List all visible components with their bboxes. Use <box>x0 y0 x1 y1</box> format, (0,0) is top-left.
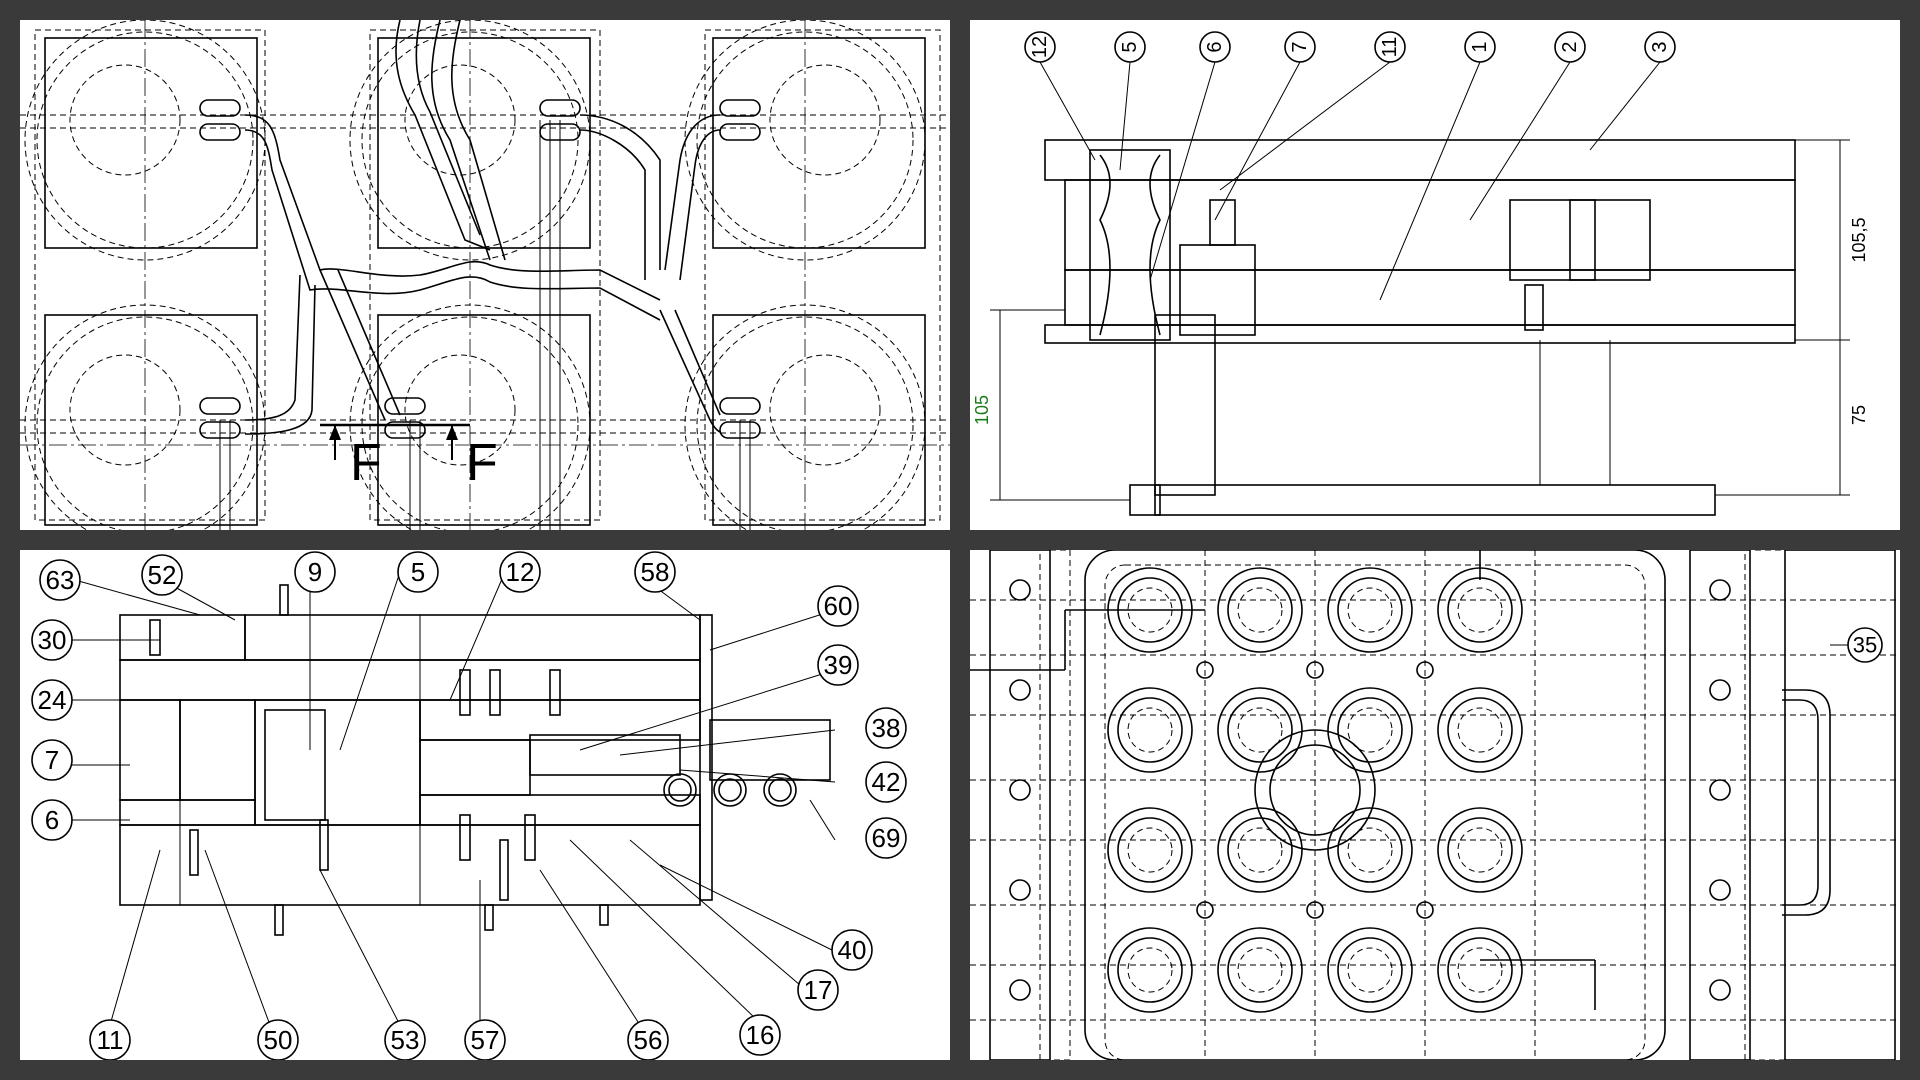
callout-57: 57 <box>464 1019 506 1060</box>
callout-5: 5 <box>1114 31 1146 63</box>
svg-text:60: 60 <box>824 591 853 621</box>
callout-58: 58 <box>634 551 676 593</box>
callout-40: 40 <box>831 929 873 971</box>
callout-6: 6 <box>31 799 73 841</box>
center-lines <box>144 20 806 530</box>
svg-text:6: 6 <box>45 805 59 835</box>
callout-16: 16 <box>739 1014 781 1056</box>
callout-2: 2 <box>1554 31 1586 63</box>
svg-text:52: 52 <box>148 560 177 590</box>
svg-text:9: 9 <box>308 557 322 587</box>
bolts <box>1009 579 1731 1001</box>
svg-text:7: 7 <box>45 745 59 775</box>
svg-text:7: 7 <box>1289 41 1311 52</box>
dim-left: 105 <box>972 395 992 425</box>
dimensions: 105,5 75 105 <box>972 139 1869 501</box>
callout-52: 52 <box>141 554 183 596</box>
callout-39: 39 <box>817 644 859 686</box>
svg-text:39: 39 <box>824 650 853 680</box>
mold-body <box>119 584 831 936</box>
svg-text:6: 6 <box>1204 41 1226 52</box>
svg-text:5: 5 <box>1119 41 1141 52</box>
leaders <box>72 571 836 1026</box>
callout-53: 53 <box>384 1019 426 1060</box>
callout-7: 7 <box>31 739 73 781</box>
cross-section-b-drawing: 63 52 9 5 12 58 30 24 7 6 60 39 38 42 69… <box>31 551 907 1060</box>
svg-text:1: 1 <box>1469 41 1491 52</box>
svg-text:16: 16 <box>746 1020 775 1050</box>
dim-right-top: 105,5 <box>1849 217 1869 262</box>
svg-text:30: 30 <box>38 625 67 655</box>
callout-6: 6 <box>1199 31 1231 63</box>
callout-17: 17 <box>797 969 839 1011</box>
callout-38: 38 <box>865 707 907 749</box>
panel-cross-section-a: 105,5 75 105 12 5 6 7 11 1 2 3 <box>970 20 1900 530</box>
mold-plates <box>1044 139 1796 516</box>
panel-cross-section-b: 63 52 9 5 12 58 30 24 7 6 60 39 38 42 69… <box>20 550 950 1060</box>
runner-path <box>244 20 721 435</box>
callout-1: 1 <box>1464 31 1496 63</box>
callout-63: 63 <box>39 559 81 601</box>
svg-text:3: 3 <box>1649 41 1671 52</box>
section-mark-left: F <box>350 434 382 492</box>
svg-text:56: 56 <box>634 1025 663 1055</box>
svg-text:35: 35 <box>1853 633 1877 658</box>
callout-60: 60 <box>817 585 859 627</box>
svg-text:2: 2 <box>1559 41 1581 52</box>
callout-11: 11 <box>1374 31 1406 63</box>
svg-text:69: 69 <box>872 823 901 853</box>
cross-section-a-drawing: 105,5 75 105 12 5 6 7 11 1 2 3 <box>972 31 1869 516</box>
callout-50: 50 <box>257 1019 299 1060</box>
cavity-blocks <box>34 29 941 526</box>
runner-layout-drawing: F F <box>20 20 950 530</box>
svg-text:24: 24 <box>38 685 67 715</box>
callout-9: 9 <box>294 551 336 593</box>
panel-runner-layout: F F <box>20 20 950 530</box>
callout-35: 35 <box>1847 627 1883 663</box>
cavity-plate-drawing: 35 <box>970 550 1900 1060</box>
svg-text:53: 53 <box>391 1025 420 1055</box>
svg-text:50: 50 <box>264 1025 293 1055</box>
callout-12: 12 <box>1024 31 1056 63</box>
callout-12: 12 <box>499 551 541 593</box>
section-mark-right: F <box>466 434 498 492</box>
svg-text:38: 38 <box>872 713 901 743</box>
callout-11: 11 <box>89 1019 131 1060</box>
svg-text:5: 5 <box>411 557 425 587</box>
callout-30: 30 <box>31 619 73 661</box>
svg-text:42: 42 <box>872 767 901 797</box>
svg-text:57: 57 <box>471 1025 500 1055</box>
dim-right-bottom: 75 <box>1849 405 1869 425</box>
svg-text:11: 11 <box>1379 37 1401 58</box>
leaders <box>1039 61 1661 301</box>
svg-text:12: 12 <box>1029 36 1051 58</box>
svg-text:12: 12 <box>506 557 535 587</box>
callout-3: 3 <box>1644 31 1676 63</box>
svg-text:17: 17 <box>804 975 833 1005</box>
callout-5: 5 <box>397 551 439 593</box>
plate-outline <box>989 550 1896 1060</box>
gate-pads <box>199 99 761 439</box>
callout-69: 69 <box>865 817 907 859</box>
callout-42: 42 <box>865 761 907 803</box>
svg-text:58: 58 <box>641 557 670 587</box>
svg-text:63: 63 <box>46 565 75 595</box>
svg-text:11: 11 <box>97 1025 124 1055</box>
cavities <box>1107 567 1523 1013</box>
callout-56: 56 <box>627 1019 669 1060</box>
section-marks: F F <box>320 423 498 492</box>
callout-24: 24 <box>31 679 73 721</box>
svg-text:40: 40 <box>838 935 867 965</box>
callout-7: 7 <box>1284 31 1316 63</box>
panel-cavity-plate: 35 <box>970 550 1900 1060</box>
